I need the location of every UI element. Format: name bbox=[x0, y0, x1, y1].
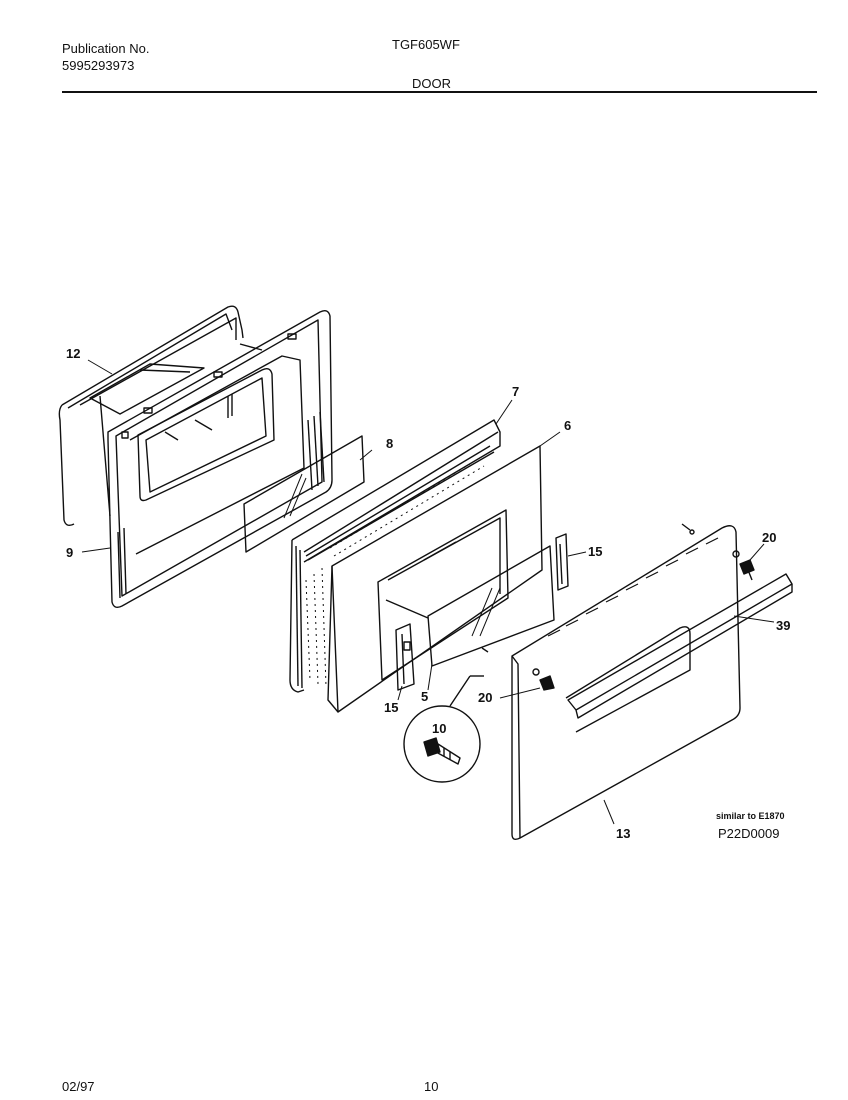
callout-5: 5 bbox=[421, 689, 428, 704]
leader-lines bbox=[81, 359, 775, 825]
page-number: 10 bbox=[424, 1079, 439, 1094]
callout-12: 12 bbox=[66, 346, 80, 361]
callout-9: 9 bbox=[66, 545, 73, 560]
door-handle bbox=[567, 569, 793, 719]
callout-7: 7 bbox=[512, 384, 519, 399]
callout-15-right: 15 bbox=[588, 544, 602, 559]
callout-15-left: 15 bbox=[384, 700, 398, 715]
callout-39: 39 bbox=[776, 618, 790, 633]
publication-label: Publication No. bbox=[62, 41, 150, 56]
model-number: TGF605WF bbox=[392, 37, 460, 52]
callout-8: 8 bbox=[386, 436, 393, 451]
callout-6: 6 bbox=[564, 418, 571, 433]
inner-door-liner bbox=[58, 305, 333, 609]
handle-end-caps bbox=[539, 559, 755, 691]
door-frame bbox=[327, 445, 543, 713]
screw-callout bbox=[403, 647, 489, 783]
footer-date: 02/97 bbox=[62, 1079, 95, 1094]
insulation bbox=[289, 419, 501, 693]
callout-20-left: 20 bbox=[478, 690, 492, 705]
drawing-code: P22D0009 bbox=[718, 826, 779, 841]
callout-10: 10 bbox=[432, 721, 446, 736]
header-divider bbox=[62, 91, 817, 93]
window-glass bbox=[385, 545, 555, 667]
callout-20-right: 20 bbox=[762, 530, 776, 545]
callout-13: 13 bbox=[616, 826, 630, 841]
hinge-channel-right bbox=[555, 533, 569, 591]
outer-door-panel bbox=[511, 523, 741, 841]
inner-glass bbox=[243, 435, 365, 553]
section-title: DOOR bbox=[412, 76, 451, 91]
publication-number: 5995293973 bbox=[62, 58, 135, 73]
hinge-channel-left bbox=[395, 623, 415, 691]
similar-to-note: similar to E1870 bbox=[716, 811, 785, 821]
